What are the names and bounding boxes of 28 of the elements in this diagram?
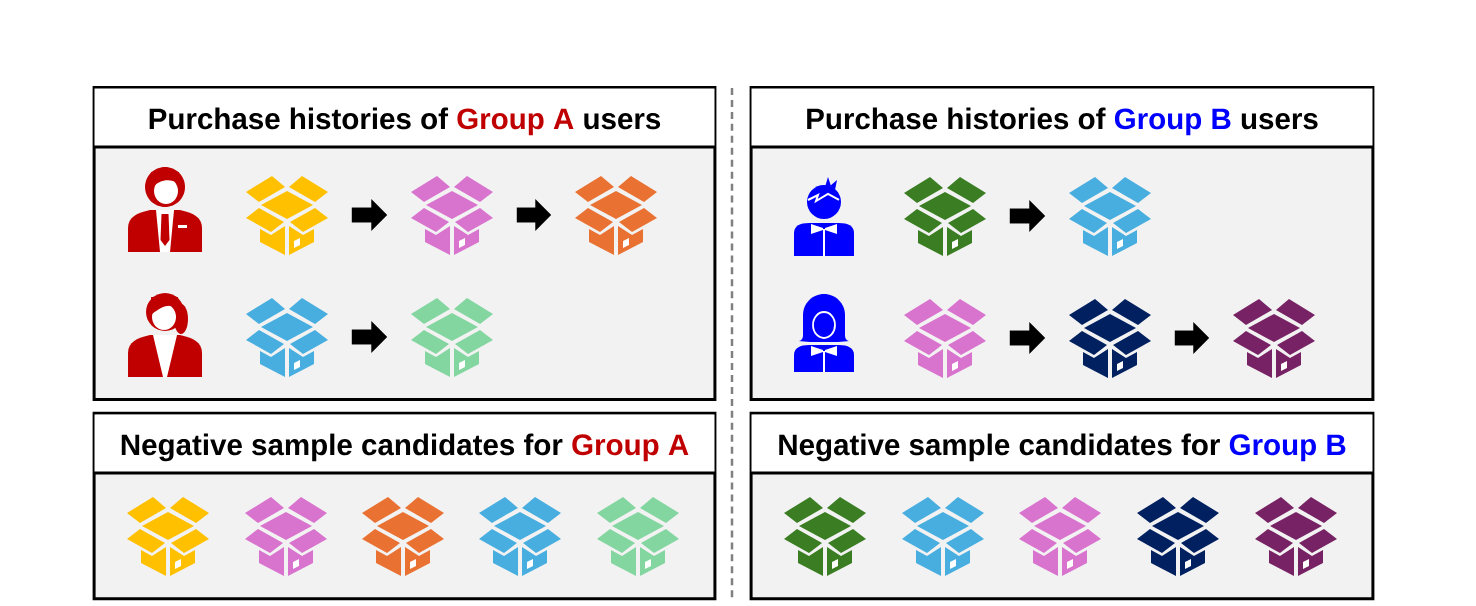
package-icon [1233, 299, 1315, 378]
package-icon [245, 497, 327, 576]
person-icon [128, 293, 202, 377]
heading: Purchase histories of Group B users [807, 107, 1318, 136]
package-icon [1137, 497, 1219, 576]
package-icon [1069, 299, 1151, 378]
package-icon [1255, 497, 1337, 576]
package-icon [784, 497, 866, 576]
person-icon [794, 294, 854, 372]
heading: Purchase histories of Group A users [149, 107, 661, 136]
package-icon [1019, 497, 1101, 576]
package-icon [479, 497, 561, 576]
package-icon [411, 298, 493, 377]
package-icon [597, 497, 679, 576]
heading: Negative sample candidates for Group A [121, 433, 689, 462]
package-icon [575, 176, 657, 255]
package-icon [1069, 177, 1151, 256]
person-icon [128, 167, 202, 252]
package-icon [902, 497, 984, 576]
package-icon [127, 497, 209, 576]
person-icon [794, 177, 854, 256]
heading: Negative sample candidates for Group B [779, 433, 1346, 462]
package-icon [904, 299, 986, 378]
package-icon [411, 176, 493, 255]
package-icon [246, 298, 328, 377]
package-icon [246, 176, 328, 255]
package-icon [904, 177, 986, 256]
package-icon [362, 497, 444, 576]
